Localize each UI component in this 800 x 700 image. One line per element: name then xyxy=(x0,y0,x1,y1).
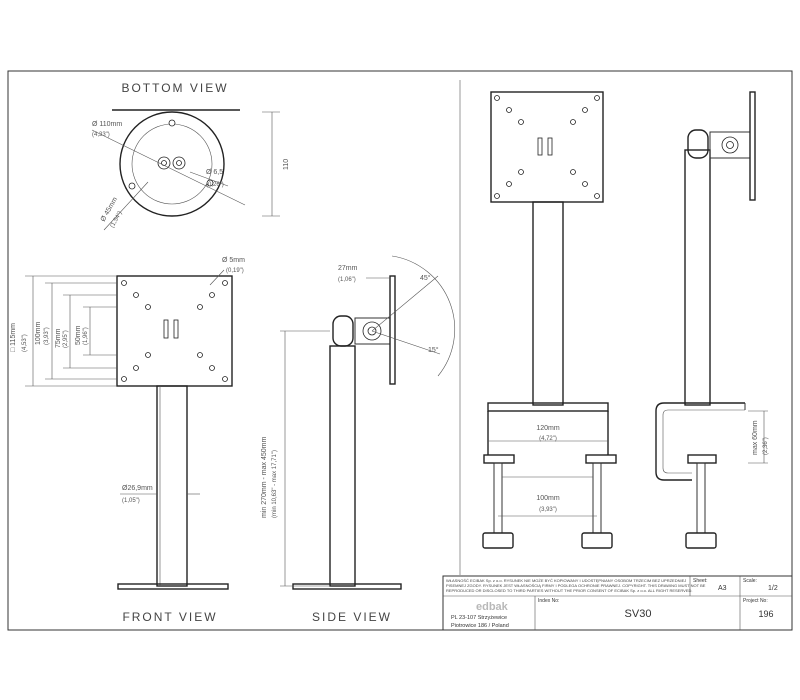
plate-size-inch: (4,53") xyxy=(22,334,28,352)
pole xyxy=(156,385,188,587)
vesa-100-label: 100mm xyxy=(35,321,42,345)
base-height-label: 110 xyxy=(283,159,290,170)
vesa-holes xyxy=(121,280,228,382)
screw-spacing-label: 100mm xyxy=(536,495,560,502)
vesa-hole-label: Ø 5mm xyxy=(222,257,245,264)
clamp-width-label: 120mm xyxy=(536,425,560,432)
base-plate xyxy=(117,583,229,590)
height-range-label: min 270mm - max 450mm xyxy=(261,437,268,518)
screw-spacing-inch: (3,93") xyxy=(539,507,557,513)
vesa-50-inch: (1,96") xyxy=(83,327,89,345)
side-pole xyxy=(329,345,356,587)
max-open-inch: (2,36") xyxy=(763,437,769,455)
tilt-offset-label: 27mm xyxy=(338,265,358,272)
vesa-75-inch: (2,95") xyxy=(63,330,69,348)
base-disc xyxy=(119,111,225,217)
sheet-label: Sheet: xyxy=(693,578,707,584)
front-view-title: FRONT VIEW xyxy=(122,610,217,624)
clamp-knob-right xyxy=(581,532,613,549)
vesa-hole-inch: (0,19") xyxy=(226,268,244,274)
bolt-circle xyxy=(131,123,213,205)
copyright-line-1: WŁASNOŚĆ ECIBAK Sp. z o.o. RYSUNEK NIE M… xyxy=(446,578,686,583)
mount-hole xyxy=(206,179,214,187)
clamp-side-view: max 60mm (2,36") xyxy=(655,91,769,549)
side-base-plate xyxy=(292,583,402,590)
vesa-100-inch: (3,93") xyxy=(44,327,50,345)
mount-hole xyxy=(168,119,176,127)
scale-label: Scale: xyxy=(743,578,757,584)
clamp-side-knob-bottom xyxy=(685,532,717,549)
side-view-title: SIDE VIEW xyxy=(312,610,392,624)
address-line-2: Piotrowice 186 / Poland xyxy=(451,623,509,629)
copyright-line-2: PISEMNEJ ZGODY. RYSUNEK JEST WŁASNOŚCIĄ … xyxy=(446,583,706,588)
index-label: Index No: xyxy=(538,598,559,604)
clamp-screw-right xyxy=(592,462,602,534)
scale-value: 1/2 xyxy=(768,585,778,592)
max-open-label: max 60mm xyxy=(752,420,759,455)
clamp-top-jaw xyxy=(487,402,609,412)
clamp-screw-pad-right xyxy=(585,454,617,464)
company-logo: edbak xyxy=(476,601,509,613)
sheet-border xyxy=(7,70,793,631)
clamp-width-inch: (4,72") xyxy=(539,436,557,442)
copyright-line-3: REPRODUCED OR DISCLOSED TO THIRD PARTIES… xyxy=(446,588,693,593)
clamp-front-view: 120mm (4,72") 100mm (3,93") xyxy=(482,91,617,549)
bolt-circle-inch: (1,54") xyxy=(110,211,124,229)
slot xyxy=(163,319,169,339)
mount-hole xyxy=(128,182,136,190)
plate-size-label: □ 115mm xyxy=(10,323,17,352)
side-vesa-plate xyxy=(389,275,396,385)
tilt-up-angle: 45° xyxy=(420,274,431,282)
project-label: Project No: xyxy=(743,598,768,604)
project-value: 196 xyxy=(758,609,773,619)
tilt-offset-inch: (1,06") xyxy=(338,277,356,283)
clamp-side-pole xyxy=(684,149,711,406)
title-block: WŁASNOŚĆ ECIBAK Sp. z o.o. RYSUNEK NIE M… xyxy=(442,575,793,631)
height-range-inch: (min 10,63" - max 17,71") xyxy=(272,450,278,518)
bottom-view: BOTTOM VIEW Ø 110mm (4,33") Ø 6,5 (0,26"… xyxy=(91,81,290,231)
clamp-pole xyxy=(532,201,564,406)
base-diameter-inch: (4,33") xyxy=(92,132,110,138)
clamp-knob-left xyxy=(482,532,514,549)
base-diameter-label: Ø 110mm xyxy=(92,121,122,128)
clamp-side-cap xyxy=(687,129,709,159)
side-view: min 270mm - max 450mm (min 10,63" - max … xyxy=(261,255,456,624)
pole-diameter-inch: (1,05") xyxy=(122,498,140,504)
tilt-down-angle: 15° xyxy=(428,346,439,354)
vesa-50-label: 50mm xyxy=(75,325,82,345)
pole-cap xyxy=(332,315,354,347)
clamp-c-frame xyxy=(655,402,745,481)
index-value: SV30 xyxy=(625,608,652,620)
hole-diameter-inch: (0,26") xyxy=(206,182,224,188)
pole-diameter-label: Ø26,9mm xyxy=(122,485,153,492)
address-line-1: PL 23-107 Strzyżewice xyxy=(451,615,507,621)
clamp-side-plate xyxy=(749,91,756,201)
slot xyxy=(173,319,179,339)
hole-diameter-label: Ø 6,5 xyxy=(206,169,223,176)
tilt-arc xyxy=(391,255,456,377)
vesa-75-label: 75mm xyxy=(55,328,62,348)
front-view: □ 115mm (4,53") 100mm (3,93") 75mm (2,95… xyxy=(10,257,245,624)
clamp-screw-left xyxy=(493,462,503,534)
sheet-value: A3 xyxy=(718,585,727,592)
clamp-side-screw xyxy=(696,462,706,534)
bottom-view-title: BOTTOM VIEW xyxy=(121,81,228,95)
clamp-screw-pad-left xyxy=(483,454,515,464)
